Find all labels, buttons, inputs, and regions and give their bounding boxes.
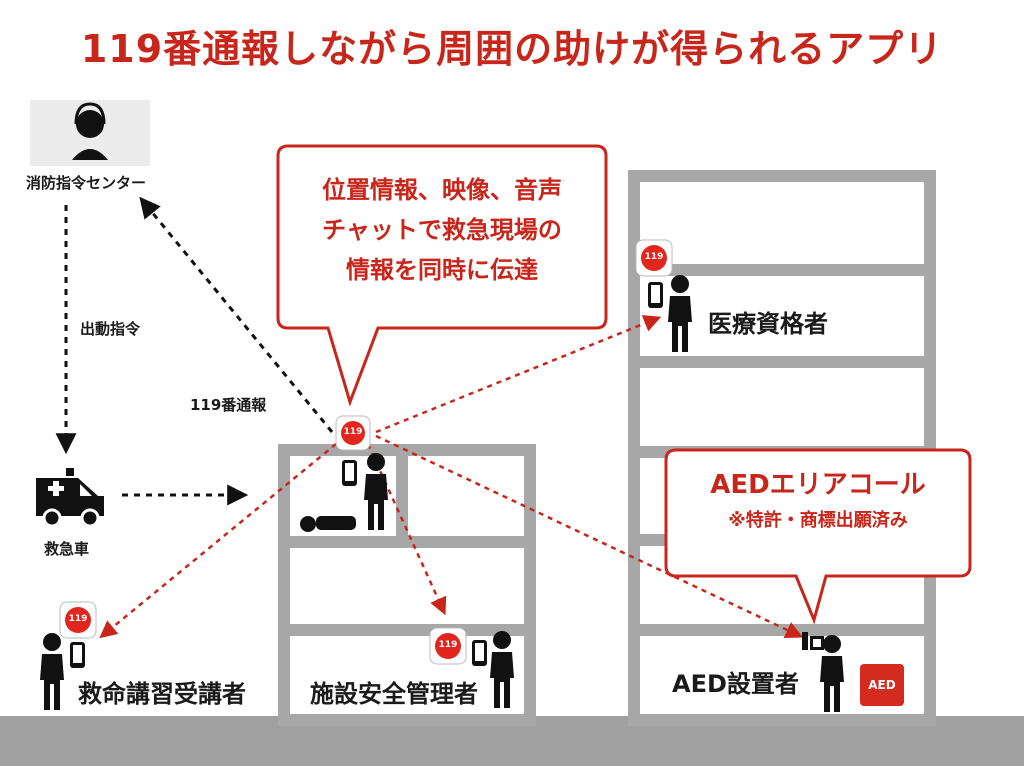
tall-building [628,170,936,726]
arrow-to-trainee [99,443,337,639]
callout-info-bubble [276,144,608,407]
callout-aed-text: AEDエリアコール ※特許・商標出願済み [668,466,968,538]
arrow-to-aed-owner [375,434,804,638]
badge-text-trainee: 119 [68,614,88,624]
label-aed-owner: AED設置者 [672,670,799,698]
callout-info-line-2: チャットで救急現場の [322,216,562,244]
label-facility-manager: 施設安全管理者 [310,680,478,708]
callout-info-line-3: 情報を同時に伝達 [346,256,538,284]
diagram-title: 119番通報しながら周囲の助けが得られるアプリ [80,27,944,71]
aed-box [860,664,904,706]
ambulance-icon [36,468,104,528]
medical-person-figure [648,275,692,352]
label-trainee: 救命講習受講者 [78,680,246,708]
app-badge-medical [635,239,673,277]
facility-manager-figure [472,631,514,708]
callout-aed-note: ※特許・商標出願済み [728,510,908,531]
label-dispatch: 出動指令 [80,320,141,338]
app-badge-facility [429,627,467,665]
arrow-119-call [139,196,334,433]
label-medical: 医療資格者 [708,310,828,338]
badge-text-center: 119 [343,427,363,437]
arrow-to-facility-manager [366,443,447,616]
badge-text-medical: 119 [644,252,664,262]
callout-aed-title: AEDエリアコール [710,470,926,500]
aed-box-text: AED [868,678,896,692]
callout-info-text: 位置情報、映像、音声 チャットで救急現場の 情報を同時に伝達 [280,170,604,290]
callout-aed-bubble [664,448,972,625]
badge-text-facility: 119 [438,640,458,650]
fire-center-icon [30,100,150,166]
desk-phone-icon [802,632,824,650]
app-badge-center [335,415,371,451]
callout-info-line-1: 位置情報、映像、音声 [322,176,562,204]
collapsed-person-figure [300,516,356,532]
label-fire-center: 消防指令センター [26,174,147,192]
label-119-call: 119番通報 [190,396,267,414]
label-ambulance: 救急車 [44,540,90,558]
arrow-to-medical [375,315,662,434]
app-badge-trainee [59,601,97,639]
